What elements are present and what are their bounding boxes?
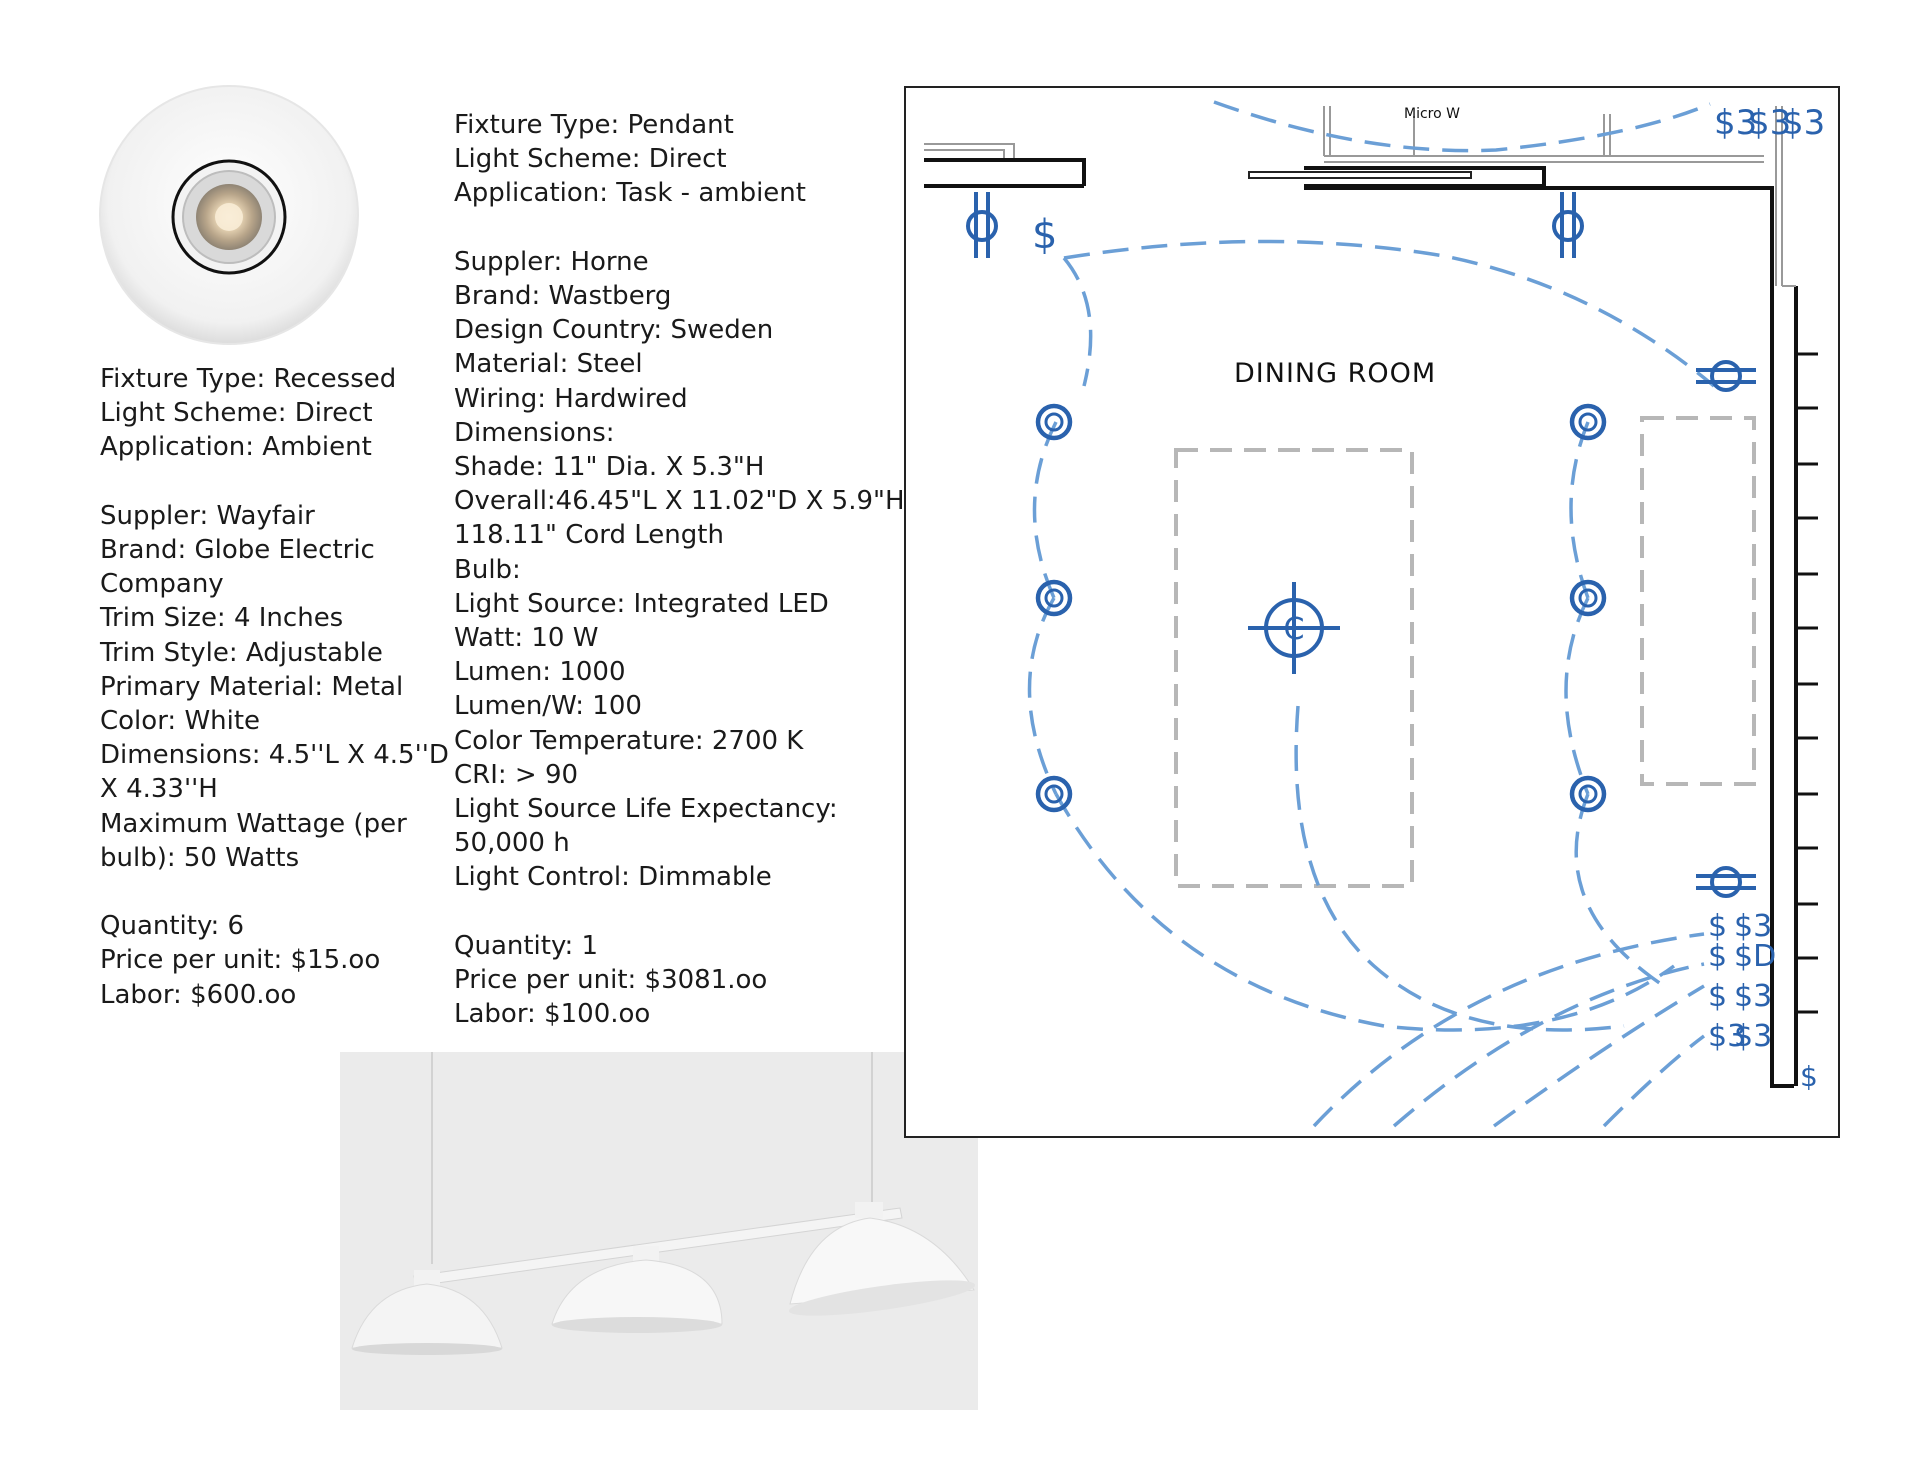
plan-recessed-light (1035, 403, 1073, 441)
spec-line: Quantity: 6 (100, 911, 245, 942)
spec-line: Color Temperature: 2700 K (454, 725, 804, 756)
spec-line: bulb): 50 Watts (100, 842, 300, 873)
plan-3way-switch: $3 (1734, 979, 1772, 1014)
spec-line: Light Scheme: Direct (454, 144, 727, 175)
room-label: DINING ROOM (1234, 358, 1436, 389)
spec-line: Design Country: Sweden (454, 315, 774, 346)
plan-recessed-light (1569, 775, 1607, 813)
spec-line: Application: Task - ambient (454, 178, 806, 209)
spec-line: Brand: Wastberg (454, 281, 672, 311)
spec-line: 50,000 h (454, 828, 570, 859)
spec-line: Watt: 10 W (454, 623, 599, 654)
recessed-light-photo (99, 85, 359, 345)
plan-3way-switch: $3 (1714, 103, 1757, 143)
sideboard (1640, 416, 1756, 786)
spec-line: Maximum Wattage (per (100, 808, 407, 839)
spec-line: Price per unit: $3081.oo (454, 965, 768, 996)
spec-line: Trim Style: Adjustable (100, 637, 383, 668)
spec-line: Light Source: Integrated LED (454, 588, 829, 619)
spec-line: Trim Size: 4 Inches (100, 603, 344, 634)
spec-line: Wiring: Hardwired (454, 383, 688, 414)
pendant-light-photo (340, 1052, 978, 1410)
spec-line: Overall:46.45"L X 11.02"D X 5.9"H (454, 486, 905, 517)
plan-3way-switch: $3 (1748, 103, 1791, 143)
plan-duplex-outlet (1696, 360, 1756, 392)
spec-line: Labor: $100.oo (454, 999, 651, 1030)
switches: $ $3 $3 $3 $ $3 $ $D $ $3 $3 $3 $ (1032, 103, 1825, 1093)
spec-line: Lumen/W: 100 (454, 691, 642, 722)
spec-line: X 4.33''H (100, 774, 218, 805)
plan-switch: $ (1708, 939, 1727, 974)
spec-spacer (100, 465, 449, 499)
dining-table (1174, 448, 1414, 888)
spec-line: Suppler: Wayfair (100, 500, 315, 531)
plan-ceiling-fixture (1248, 582, 1340, 674)
spec-line: Color: White (100, 706, 261, 737)
spec-line: Light Control: Dimmable (454, 862, 772, 893)
switch-circuits (1027, 100, 1716, 1128)
spec-spacer (100, 875, 449, 909)
spec-line: Brand: Globe Electric (100, 535, 375, 565)
spec-line: Light Scheme: Direct (100, 398, 373, 429)
spec-line: Application: Ambient (100, 432, 372, 463)
wall-detail (924, 106, 1796, 287)
spec-line: Bulb: (454, 554, 521, 585)
plan-switch: $ (1032, 212, 1057, 258)
plan-recessed-light (1035, 775, 1073, 813)
spec-line: Dimensions: 4.5''L X 4.5''D (100, 740, 449, 771)
spec-line: Fixture Type: Recessed (100, 364, 397, 394)
plan-3way-switch: $3 (1734, 909, 1772, 944)
plan-recessed-light (1569, 403, 1607, 441)
spec-line: Material: Steel (454, 349, 643, 380)
plan-duplex-outlet (1552, 192, 1584, 258)
plan-dimmer-switch: $D (1734, 939, 1776, 974)
plan-switch: $ (1708, 909, 1727, 944)
appliance-label: Micro W (1404, 106, 1460, 122)
spec-line: Dimensions: (454, 417, 615, 448)
spec-line: Light Source Life Expectancy: (454, 794, 838, 825)
spec-line: Primary Material: Metal (100, 671, 404, 702)
plan-switch: $ (1708, 979, 1727, 1014)
dining-room-lighting-plan: DINING ROOM Micro W C (904, 86, 1840, 1138)
spec-line: Quantity: 1 (454, 930, 599, 961)
plan-duplex-outlet (1696, 866, 1756, 898)
spec-line: Labor: $600.oo (100, 979, 297, 1010)
ceiling-fixture-label: C (1284, 612, 1305, 647)
plan-3way-switch: $3 (1782, 103, 1825, 143)
spec-line: Lumen: 1000 (454, 657, 626, 688)
plan-duplex-outlet (966, 192, 998, 258)
spec-line: Suppler: Horne (454, 246, 649, 277)
plan-3way-switch: $3 (1734, 1019, 1772, 1054)
spec-spacer (454, 211, 905, 245)
plan-recessed-light (1569, 579, 1607, 617)
recessed-lights (1035, 403, 1607, 813)
window-mullions (1796, 352, 1818, 1014)
spec-line: 118.11" Cord Length (454, 520, 724, 551)
spec-line: Company (100, 569, 224, 600)
spec-line: Price per unit: $15.oo (100, 945, 381, 976)
outlets (966, 192, 1756, 898)
spec-line: CRI: > 90 (454, 759, 579, 790)
spec-line: Fixture Type: Pendant (454, 110, 734, 140)
plan-recessed-light (1035, 579, 1073, 617)
plan-3way-switch: $3 (1708, 1019, 1746, 1054)
walls (924, 158, 1798, 1088)
spec-line: Shade: 11" Dia. X 5.3"H (454, 452, 765, 483)
spec-spacer (454, 895, 905, 929)
plan-switch: $ (1800, 1060, 1818, 1093)
